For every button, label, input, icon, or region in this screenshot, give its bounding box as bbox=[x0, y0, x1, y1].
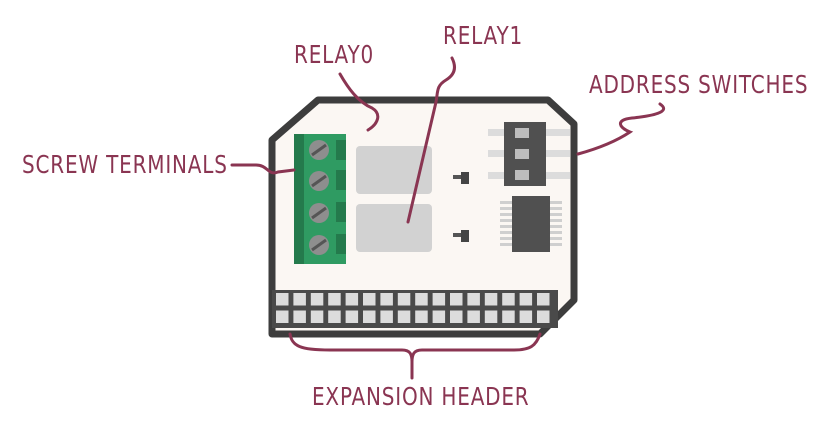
header-pin bbox=[502, 293, 515, 306]
header-pin bbox=[467, 293, 480, 306]
header-pin bbox=[310, 293, 324, 306]
header-pin bbox=[397, 310, 411, 323]
screw-icon bbox=[309, 203, 329, 223]
header-pin bbox=[380, 293, 393, 306]
header-pin bbox=[519, 293, 533, 306]
header-pins bbox=[276, 293, 550, 323]
transistor-0 bbox=[453, 172, 469, 184]
screw-icon bbox=[309, 140, 329, 160]
relay-0 bbox=[356, 146, 432, 194]
header-pin bbox=[293, 293, 306, 306]
label-relay0: RELAY0 bbox=[294, 40, 375, 69]
header-pin bbox=[328, 310, 341, 323]
header-pin bbox=[450, 293, 463, 306]
header-pin bbox=[276, 310, 289, 323]
header-pin bbox=[310, 310, 324, 323]
header-pin bbox=[397, 293, 411, 306]
header-pin bbox=[484, 310, 498, 323]
header-pin bbox=[537, 293, 550, 306]
transistor-1 bbox=[453, 230, 469, 242]
header-pin bbox=[293, 310, 306, 323]
header-pin bbox=[328, 293, 341, 306]
header-pin bbox=[415, 293, 428, 306]
relay-1 bbox=[356, 204, 432, 252]
label-screw-terminals: SCREW TERMINALS bbox=[22, 150, 228, 179]
header-pin bbox=[432, 293, 446, 306]
header-pin bbox=[345, 310, 359, 323]
header-pin bbox=[484, 293, 498, 306]
label-expansion-header: EXPANSION HEADER bbox=[312, 382, 530, 411]
ic-chip bbox=[500, 196, 562, 252]
label-relay1: RELAY1 bbox=[443, 21, 524, 50]
address-dip-switch bbox=[488, 122, 570, 186]
header-pin bbox=[537, 310, 550, 323]
leader-line-screw-terminals bbox=[230, 163, 296, 175]
header-pin bbox=[363, 293, 376, 306]
leader-line-address-switches bbox=[576, 102, 665, 156]
screw-icon bbox=[309, 235, 329, 255]
header-pin bbox=[345, 293, 359, 306]
header-pin bbox=[276, 293, 289, 306]
header-pin bbox=[467, 310, 480, 323]
header-pin bbox=[415, 310, 428, 323]
header-pin bbox=[450, 310, 463, 323]
header-pin bbox=[380, 310, 393, 323]
expansion-header-brace bbox=[288, 332, 542, 380]
leader-line-relay0 bbox=[338, 72, 380, 132]
leader-line-relay1 bbox=[406, 56, 456, 224]
header-pin bbox=[502, 310, 515, 323]
header-pin bbox=[363, 310, 376, 323]
label-address-switches: ADDRESS SWITCHES bbox=[589, 70, 809, 99]
header-pin bbox=[432, 310, 446, 323]
header-pin bbox=[519, 310, 533, 323]
screw-icon bbox=[309, 171, 329, 191]
